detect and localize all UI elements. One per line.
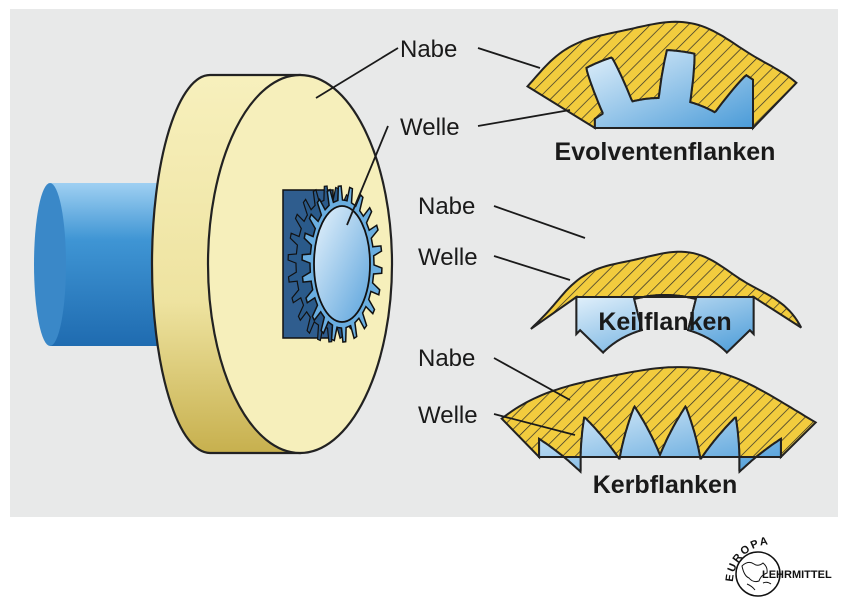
leader-nabe-main [315, 47, 399, 99]
label-nabe-main: Nabe [400, 36, 457, 63]
leader-welle-main [346, 125, 389, 226]
hub [150, 73, 394, 455]
profile-evolvent [525, 20, 798, 131]
logo-text-lehrmittel: LEHRMITTEL [762, 569, 832, 581]
profile-keil [530, 250, 803, 355]
profile-kerb [500, 366, 818, 474]
label-welle-3: Welle [418, 402, 478, 429]
leader-nabe-3 [493, 357, 571, 401]
title-evolventenflanken: Evolventenflanken [555, 138, 776, 166]
leader-nabe-1 [477, 47, 541, 69]
label-nabe-3: Nabe [418, 345, 475, 372]
leader-nabe-2 [493, 205, 586, 239]
leader-welle-1 [477, 109, 571, 127]
label-welle-main: Welle [400, 114, 460, 141]
leader-welle-2 [493, 255, 571, 281]
label-welle-2: Welle [418, 244, 478, 271]
leader-welle-3 [493, 413, 576, 436]
leader-lines [315, 47, 586, 436]
europa-lehrmittel-logo: EUROPA LEHRMITTEL [724, 535, 832, 597]
title-kerbflanken: Kerbflanken [593, 471, 737, 499]
label-nabe-2: Nabe [418, 193, 475, 220]
title-keilflanken: Keilflanken [598, 308, 731, 336]
spline-shaft-end [282, 185, 383, 343]
